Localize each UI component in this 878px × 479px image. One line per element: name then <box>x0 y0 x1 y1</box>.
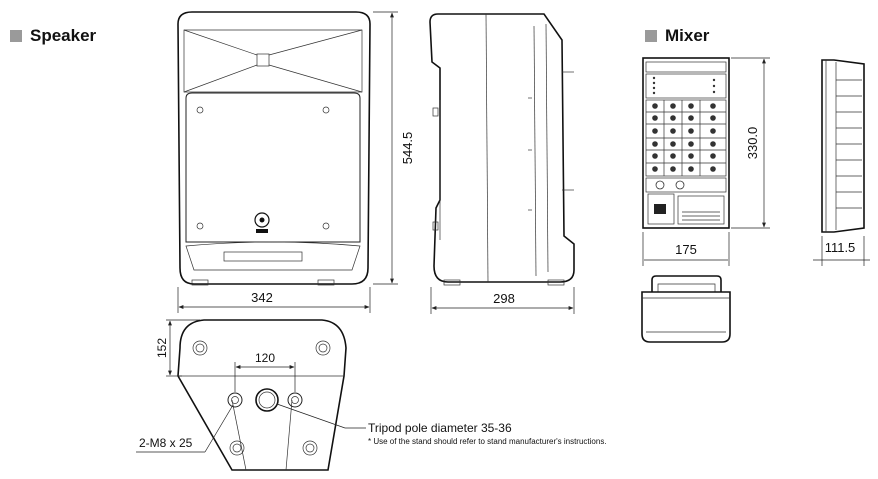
speaker-height-label: 544.5 <box>400 132 415 165</box>
mixer-front-view: 330.0 175 <box>642 57 770 266</box>
heading-square-icon <box>10 30 22 42</box>
mixer-heading: Mixer <box>645 26 709 46</box>
speaker-side-view: 298 <box>429 13 575 314</box>
mount-spacing-label: 120 <box>255 351 275 365</box>
heading-square-icon <box>645 30 657 42</box>
speaker-heading: Speaker <box>10 26 96 46</box>
mixer-channel-grid <box>645 99 727 177</box>
mixer-side-view: 111.5 <box>813 59 870 266</box>
mixer-closed-view <box>641 275 731 343</box>
speaker-heading-text: Speaker <box>30 26 97 45</box>
screw-spec-label: 2-M8 x 25 <box>139 436 193 450</box>
tripod-label: Tripod pole diameter 35-36 <box>368 421 512 435</box>
bottom-depth-label: 152 <box>155 338 169 358</box>
mixer-heading-text: Mixer <box>665 26 710 45</box>
speaker-bottom-view: 120 152 2-M8 x 25 Tripod pole diameter 3… <box>136 319 607 471</box>
yamaha-logo-icon <box>254 212 270 233</box>
stand-note: * Use of the stand should refer to stand… <box>368 437 607 446</box>
mixer-height-label: 330.0 <box>745 127 760 160</box>
mixer-depth-label: 111.5 <box>825 240 856 255</box>
speaker-front-view: 544.5 342 <box>177 11 415 313</box>
mixer-width-label: 175 <box>675 242 697 257</box>
speaker-width-label: 342 <box>251 290 273 305</box>
speaker-depth-label: 298 <box>493 291 515 306</box>
